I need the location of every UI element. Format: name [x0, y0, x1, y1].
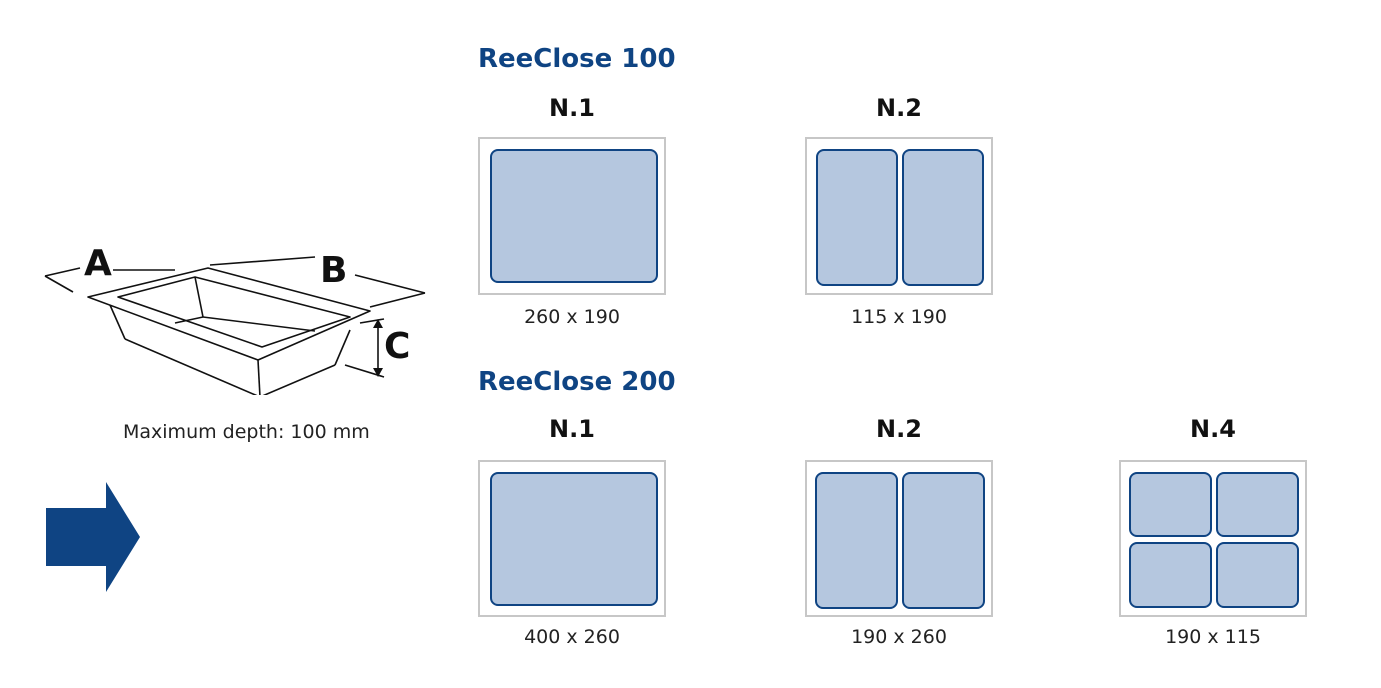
compartment [490, 149, 658, 283]
tray-100-n1 [478, 137, 666, 295]
config-title-100-n2: N.2 [876, 94, 922, 122]
tray-200-n2 [805, 460, 993, 617]
right-arrow-icon [46, 482, 141, 592]
compartment [902, 472, 985, 609]
max-depth-caption: Maximum depth: 100 mm [123, 421, 370, 443]
compartment [1216, 542, 1299, 608]
compartment [902, 149, 984, 286]
dimensions-100-n2: 115 x 190 [851, 306, 947, 328]
compartment [1129, 542, 1212, 608]
dimension-label-c: C [384, 326, 411, 367]
tray-200-n4 [1119, 460, 1307, 617]
tray-200-n1 [478, 460, 666, 617]
config-title-200-n2: N.2 [876, 415, 922, 443]
config-title-200-n4: N.4 [1190, 415, 1236, 443]
tray-100-n2 [805, 137, 993, 295]
config-title-200-n1: N.1 [549, 415, 595, 443]
dimensions-100-n1: 260 x 190 [524, 306, 620, 328]
dimension-label-a: A [84, 243, 112, 284]
dimensions-200-n4: 190 x 115 [1165, 626, 1261, 648]
tray-outline-drawing [44, 256, 426, 398]
section-title-reeclose-100: ReeClose 100 [478, 44, 676, 74]
compartment [1216, 472, 1299, 537]
compartment [490, 472, 658, 606]
dimensions-200-n2: 190 x 260 [851, 626, 947, 648]
dimension-label-b: B [320, 250, 348, 291]
config-title-100-n1: N.1 [549, 94, 595, 122]
dimensions-200-n1: 400 x 260 [524, 626, 620, 648]
container-diagram [40, 235, 440, 398]
compartment [816, 149, 898, 286]
compartment [1129, 472, 1212, 537]
compartment [815, 472, 898, 609]
section-title-reeclose-200: ReeClose 200 [478, 367, 676, 397]
